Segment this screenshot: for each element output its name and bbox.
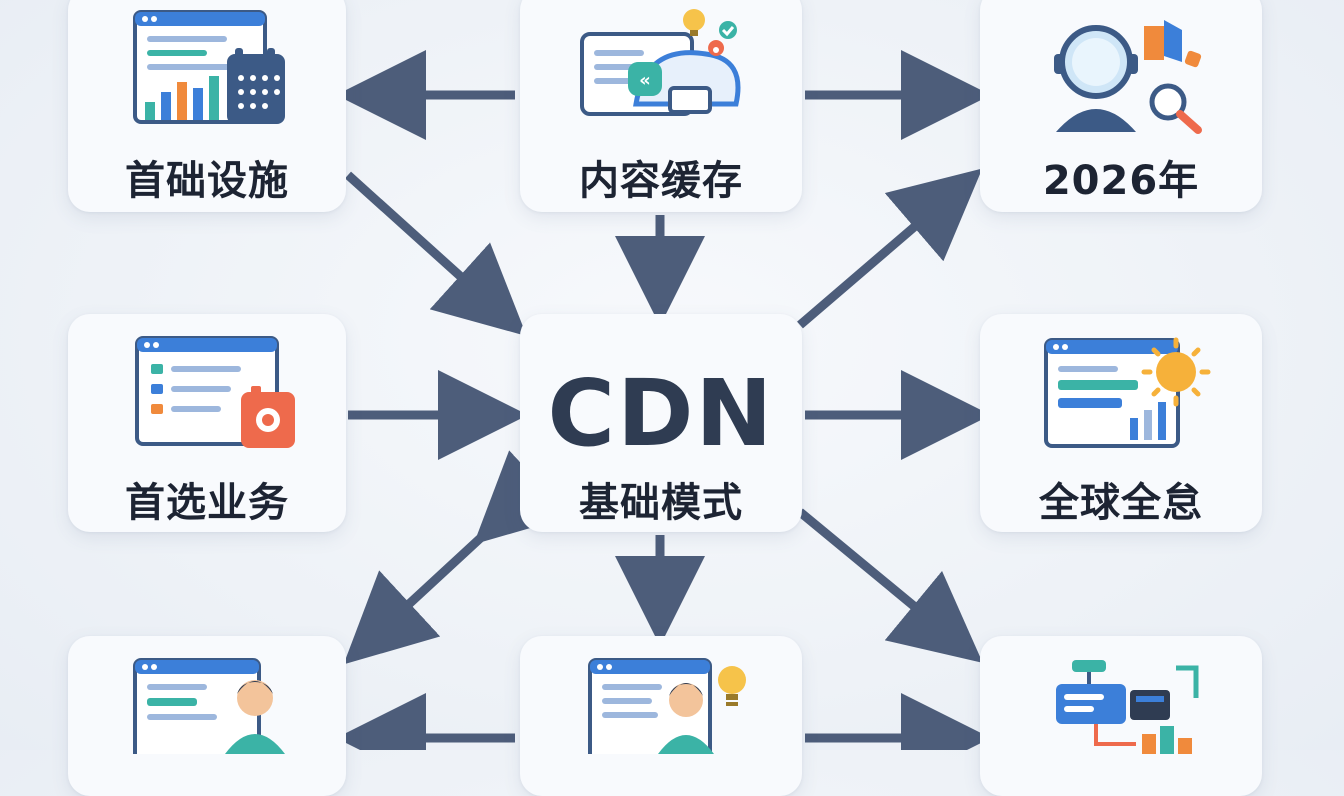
node-2026: 2026年	[980, 0, 1262, 212]
arrow-cdn-to-2026	[797, 168, 983, 329]
browser-person-bulb-icon	[588, 658, 746, 754]
dashboard-calendar-icon	[133, 10, 285, 124]
node-preferred-business-label: 首选业务	[125, 480, 289, 526]
node-content-cache-label: 内容缓存	[579, 158, 743, 204]
arrows-layer	[336, 50, 991, 750]
node-bottom-right	[980, 636, 1262, 796]
browser-list-camera-icon	[135, 336, 295, 448]
node-global-label: 全球全怠	[1039, 480, 1203, 526]
arrow-cdn-bottom-left-double	[343, 450, 571, 665]
arrow-cdn-to-bottom-right	[797, 508, 983, 663]
node-bottom-center	[520, 636, 802, 796]
node-infrastructure: 首础设施	[68, 0, 346, 212]
diagram-canvas: 首础设施 « 内容缓存	[68, 0, 1262, 754]
cache-cloud-icon: «	[580, 9, 741, 116]
node-infrastructure-label: 首础设施	[125, 158, 289, 204]
node-preferred-business: 首选业务	[68, 314, 346, 532]
svg-text:«: «	[639, 70, 651, 91]
cdn-subtitle: 基础模式	[579, 480, 743, 526]
browser-person-icon	[133, 658, 285, 754]
node-bottom-left	[68, 636, 346, 796]
node-2026-label: 2026年	[1042, 158, 1200, 204]
node-global: 全球全怠	[980, 314, 1262, 532]
node-cdn-core: CDN 基础模式	[520, 314, 802, 532]
robot-search-icon	[1054, 20, 1202, 134]
arrow-infra-to-cdn	[344, 171, 527, 337]
node-content-cache: « 内容缓存	[520, 0, 802, 212]
cdn-title: CDN	[547, 360, 775, 467]
browser-chart-sun-icon	[1044, 337, 1211, 448]
network-blocks-icon	[1056, 660, 1199, 754]
